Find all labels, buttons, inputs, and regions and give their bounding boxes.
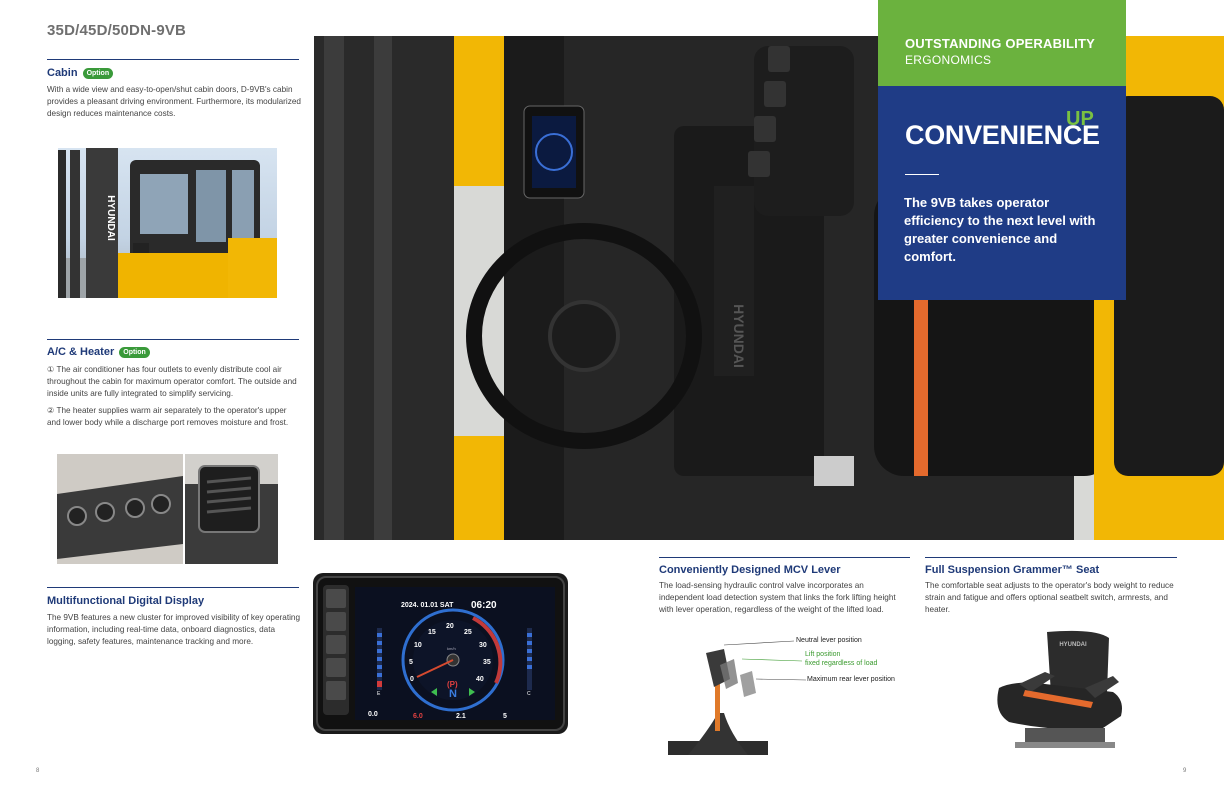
speed-tick: 0 — [410, 676, 414, 683]
headline-panel — [878, 86, 1126, 300]
ac-vents-illustration — [57, 454, 278, 564]
seat-title: Full Suspension Grammer™ Seat — [925, 564, 1100, 576]
cabin-description: With a wide view and easy-to-open/shut c… — [47, 85, 301, 118]
mcv-title: Conveniently Designed MCV Lever — [659, 564, 841, 576]
right-small-readout: 5 — [503, 713, 507, 720]
ac-point-2: ② The heater supplies warm air separatel… — [47, 406, 289, 427]
speed-tick: 40 — [476, 676, 484, 683]
speed-tick: 15 — [428, 629, 436, 636]
temp-low-label: C — [527, 691, 531, 697]
seat-illustration: HYUNDAI — [997, 630, 1122, 748]
headline-divider — [905, 174, 939, 175]
page-number-right: 9 — [1183, 768, 1187, 774]
headline: CONVENIENCE — [905, 120, 1100, 150]
page-number-left: 8 — [36, 768, 40, 774]
headline-text: The 9VB takes operator efficiency to the… — [904, 195, 1096, 264]
lever-illustration — [668, 640, 807, 755]
speed-unit: km/h — [447, 646, 456, 651]
seat-brand-text: HYUNDAI — [1059, 642, 1087, 648]
left-readout: 6.0 — [413, 713, 423, 720]
section-divider — [925, 557, 1177, 558]
cabin-title: Cabin — [47, 67, 78, 79]
cabin-heading: Cabin Option — [47, 67, 114, 79]
ac-point-1: ① The air conditioner has four outlets t… — [47, 365, 297, 398]
digital-cluster: 2024. 01.01 SAT 06:20 0 5 10 15 20 25 30… — [313, 573, 568, 734]
ac-heading: A/C & Heater Option — [47, 346, 150, 358]
option-badge: Option — [119, 346, 150, 358]
cluster-illustration: 2024. 01.01 SAT 06:20 0 5 10 15 20 25 30… — [316, 576, 565, 731]
fuel-low-label: E — [377, 691, 381, 697]
seat-description: The comfortable seat adjusts to the oper… — [925, 581, 1174, 614]
banner-subtitle: ERGONOMICS — [905, 53, 992, 67]
seat-photo: HYUNDAI — [985, 628, 1135, 756]
speed-tick: 5 — [409, 659, 413, 666]
cluster-date: 2024. 01.01 SAT — [401, 602, 454, 609]
ac-title: A/C & Heater — [47, 346, 115, 358]
display-title: Multifunctional Digital Display — [47, 595, 205, 607]
banner-title: OUTSTANDING OPERABILITY — [905, 36, 1095, 51]
gear-indicator: N — [449, 688, 457, 700]
headline-up: UP — [1066, 108, 1094, 130]
speed-tick: 10 — [414, 642, 422, 649]
speed-tick: 30 — [479, 642, 487, 649]
speed-tick: 20 — [446, 623, 454, 630]
mcv-lever-diagram — [668, 633, 910, 755]
category-banner — [878, 0, 1126, 86]
neutral-position-label: Neutral lever position — [796, 637, 862, 644]
mcv-description: The load-sensing hydraulic control valve… — [659, 581, 896, 614]
ac-photo — [57, 454, 278, 564]
section-divider — [659, 557, 910, 558]
model-name: 35D/45D/50DN-9VB — [47, 22, 187, 39]
bottom-left-readout: 0.0 — [368, 711, 378, 718]
lift-position-note: fixed regardless of load — [805, 660, 878, 667]
cabin-illustration: HYUNDAI — [58, 148, 277, 298]
cockpit-brand-text: HYUNDAI — [731, 304, 747, 368]
park-indicator: (P) — [447, 680, 458, 689]
cluster-time: 06:20 — [471, 600, 497, 611]
cabin-brand-text: HYUNDAI — [105, 195, 116, 241]
option-badge: Option — [82, 67, 114, 79]
section-divider — [47, 587, 299, 588]
section-divider — [47, 339, 299, 340]
section-divider — [47, 59, 299, 60]
speed-tick: 35 — [483, 659, 491, 666]
speed-tick: 25 — [464, 629, 472, 636]
cabin-photo: HYUNDAI — [58, 148, 277, 298]
lift-position-label: Lift position — [805, 651, 841, 658]
display-description: The 9VB features a new cluster for impro… — [47, 613, 301, 646]
max-rear-position-label: Maximum rear lever position — [807, 676, 895, 683]
right-readout: 2.1 — [456, 713, 466, 720]
